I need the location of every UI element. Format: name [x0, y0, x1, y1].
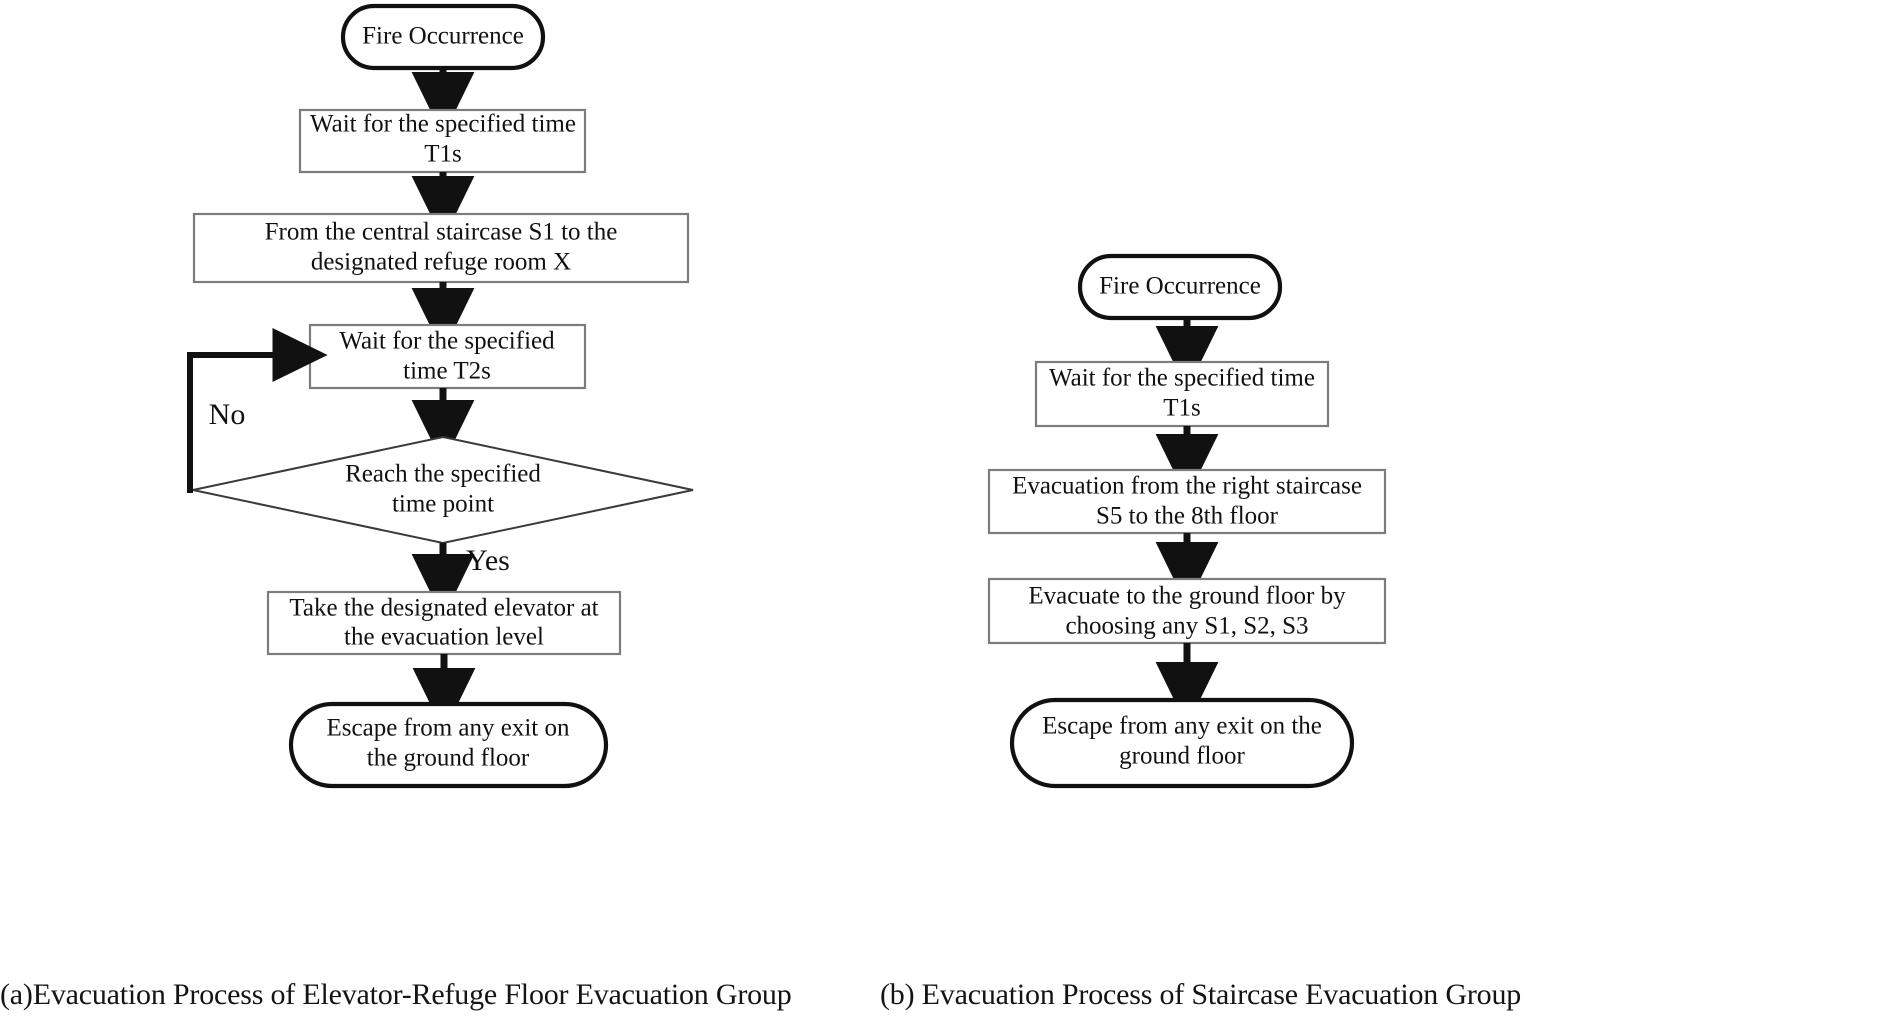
a-wait-t1-shape [298, 108, 587, 174]
a-elevator-label-line-2: the evacuation level [344, 624, 544, 651]
edge-label-yes: Yes [466, 544, 510, 577]
a-stair-s1-label-line-1: From the central staircase S1 to the [265, 219, 618, 246]
b-ground-label-line-2: choosing any S1, S2, S3 [1065, 613, 1308, 640]
node-b-wait-t1[interactable]: Wait for the specified time T1s [1034, 360, 1330, 428]
b-end-label-line-1: Escape from any exit on the [1042, 713, 1322, 740]
node-a-elevator[interactable]: Take the designated elevator at the evac… [266, 590, 622, 656]
a-elevator-label-line-1: Take the designated elevator at [289, 595, 598, 622]
node-b-stair-s5[interactable]: Evacuation from the right staircase S5 t… [987, 468, 1387, 535]
node-b-ground[interactable]: Evacuate to the ground floor by choosing… [987, 577, 1387, 645]
a-wait-t2-label-line-2: time T2s [403, 358, 491, 385]
caption-panel-b: (b) Evacuation Process of Staircase Evac… [880, 978, 1522, 1011]
node-b-start[interactable]: Fire Occurrence [1077, 253, 1283, 321]
node-a-end[interactable]: Escape from any exit on the ground floor [288, 701, 609, 789]
edge-a-decision-no-loop [187, 328, 328, 493]
node-a-wait-t1[interactable]: Wait for the specified time T1s [298, 108, 587, 174]
b-end-shape [1009, 697, 1355, 789]
node-a-stair-s1[interactable]: From the central staircase S1 to the des… [192, 212, 690, 284]
a-wait-t1-label-line-2: T1s [424, 141, 462, 168]
b-start-shape [1077, 253, 1283, 321]
edge-label-no: No [209, 398, 246, 431]
node-a-start[interactable]: Fire Occurrence [340, 3, 546, 71]
node-a-decision[interactable]: Reach the specified time point [192, 435, 694, 545]
caption-panel-a: (a)Evacuation Process of Elevator-Refuge… [0, 978, 792, 1011]
b-stair-s5-label-line-1: Evacuation from the right staircase [1012, 473, 1362, 500]
a-wait-t2-label-line-1: Wait for the specified [339, 328, 555, 355]
b-ground-shape [987, 577, 1387, 645]
b-end-label-line-2: ground floor [1119, 743, 1245, 770]
b-wait-t1-label-line-1: Wait for the specified time [1049, 365, 1315, 392]
b-stair-s5-shape [987, 468, 1387, 535]
a-stair-s1-label-line-2: designated refuge room X [311, 249, 571, 276]
node-a-wait-t2[interactable]: Wait for the specified time T2s [308, 323, 587, 390]
a-decision-label-line-1: Reach the specified [345, 461, 541, 488]
a-start-label-line-1: Fire Occurrence [362, 23, 524, 50]
b-wait-t1-shape [1034, 360, 1330, 428]
a-end-shape [288, 701, 609, 789]
a-wait-t1-label-line-1: Wait for the specified time [310, 111, 576, 138]
a-wait-t2-shape [308, 323, 587, 390]
a-end-label-line-2: the ground floor [367, 745, 530, 772]
b-stair-s5-label-line-2: S5 to the 8th floor [1096, 503, 1279, 530]
node-b-end[interactable]: Escape from any exit on the ground floor [1009, 697, 1355, 789]
b-ground-label-line-1: Evacuate to the ground floor by [1028, 583, 1346, 610]
a-decision-label-line-2: time point [392, 491, 494, 518]
a-end-label-line-1: Escape from any exit on [327, 715, 570, 742]
b-start-label-line-1: Fire Occurrence [1099, 273, 1261, 300]
b-wait-t1-label-line-2: T1s [1163, 395, 1201, 422]
